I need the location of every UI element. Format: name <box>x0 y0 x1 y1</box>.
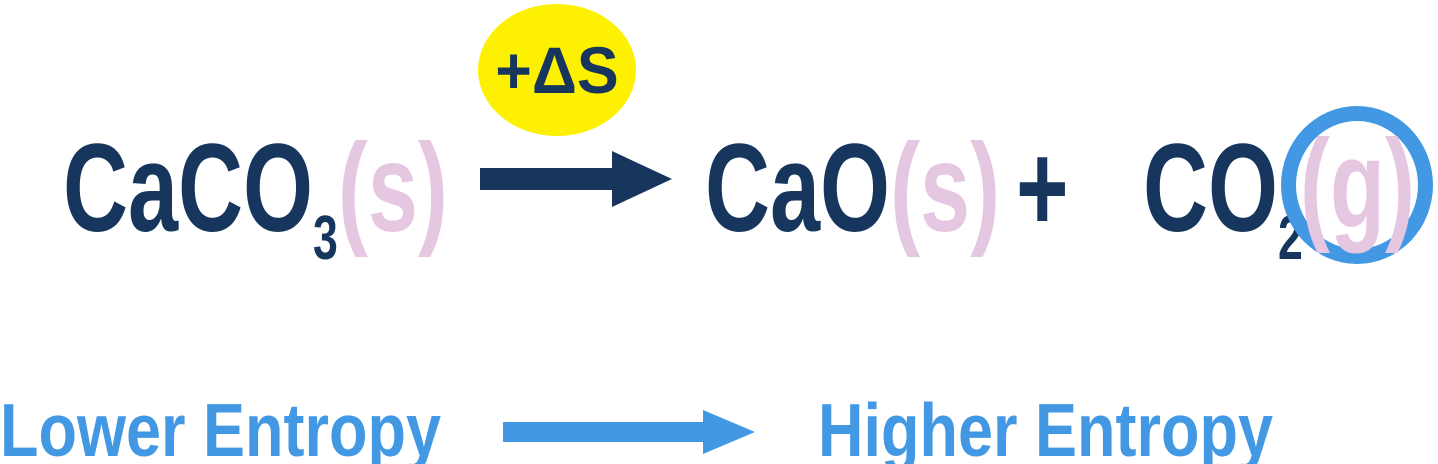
product-cao: CaO(s) <box>705 126 1115 251</box>
product1-state-solid: (s) <box>890 119 1001 258</box>
entropy-arrow-icon <box>503 410 755 454</box>
reaction-arrow-icon <box>480 151 672 207</box>
reactant-formula: CaCO <box>63 119 314 258</box>
plus-sign: + <box>1016 119 1069 258</box>
product2-state-gas-wrap: (g) <box>1300 122 1438 247</box>
product-co2: CO2 <box>1143 126 1365 270</box>
product2-formula: CO <box>1143 119 1278 258</box>
higher-entropy-label: Higher Entropy <box>818 388 1274 464</box>
delta-s-badge: +ΔS <box>478 4 636 136</box>
reactant-caco3: CaCO3(s) <box>63 126 598 270</box>
reactant-state-solid: (s) <box>337 119 448 258</box>
product2-state-gas: (g) <box>1300 115 1415 254</box>
delta-s-label: +ΔS <box>495 33 619 107</box>
product1-formula: CaO <box>705 119 891 258</box>
lower-entropy-label: Lower Entropy <box>0 388 442 464</box>
reactant-subscript: 3 <box>313 204 338 273</box>
